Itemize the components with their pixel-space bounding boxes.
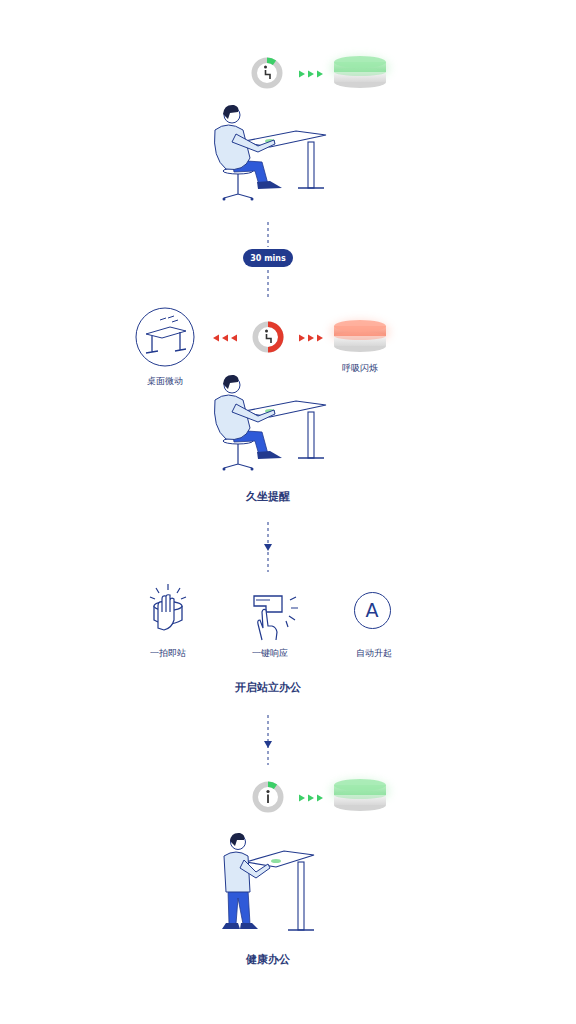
step-caption: 健康办公	[246, 953, 290, 966]
icon-caption: 一拍即站	[150, 648, 186, 659]
arrow-head	[317, 795, 323, 802]
arrow-head	[308, 335, 314, 342]
timer-gauge	[255, 782, 281, 810]
arrow-head	[308, 795, 314, 802]
icon-caption: 桌面微动	[147, 376, 183, 387]
arrow-head	[299, 71, 305, 78]
lamp-light	[330, 320, 390, 352]
arrow-head	[299, 335, 305, 342]
arrow-head	[264, 741, 272, 748]
lamp-light	[330, 56, 390, 88]
arrow-head	[213, 335, 219, 342]
arrow-head	[222, 335, 228, 342]
step-caption: 开启站立办公	[235, 681, 301, 694]
dashed-line	[268, 270, 269, 300]
duration-badge: 30 mins	[243, 249, 293, 267]
dashed-line	[268, 222, 269, 247]
arrow-head	[231, 335, 237, 342]
timer-gauge	[254, 58, 280, 86]
desk-motion-icon	[136, 308, 194, 366]
auto-icon-circle: A	[354, 592, 391, 629]
arrow-head	[317, 335, 323, 342]
dashed-line	[268, 715, 269, 765]
arrow-head	[317, 71, 323, 78]
node-text: 30 mins	[250, 254, 285, 263]
standing-person	[222, 833, 314, 930]
step-caption: 久坐提醒	[246, 490, 290, 503]
sitting-person	[214, 105, 326, 201]
lamp-light	[330, 779, 390, 811]
icon-caption: 呼吸闪烁	[342, 363, 378, 374]
node-text: A	[366, 599, 379, 621]
icon-caption: 一键响应	[252, 648, 288, 659]
icon-caption: 自动升起	[356, 648, 392, 659]
timer-gauge	[255, 322, 283, 353]
button-press-icon	[254, 596, 298, 640]
arrow-head	[308, 71, 314, 78]
arrow-head	[264, 544, 272, 551]
tap-puck-icon	[150, 584, 186, 630]
sitting-person	[214, 375, 326, 471]
arrow-head	[299, 795, 305, 802]
